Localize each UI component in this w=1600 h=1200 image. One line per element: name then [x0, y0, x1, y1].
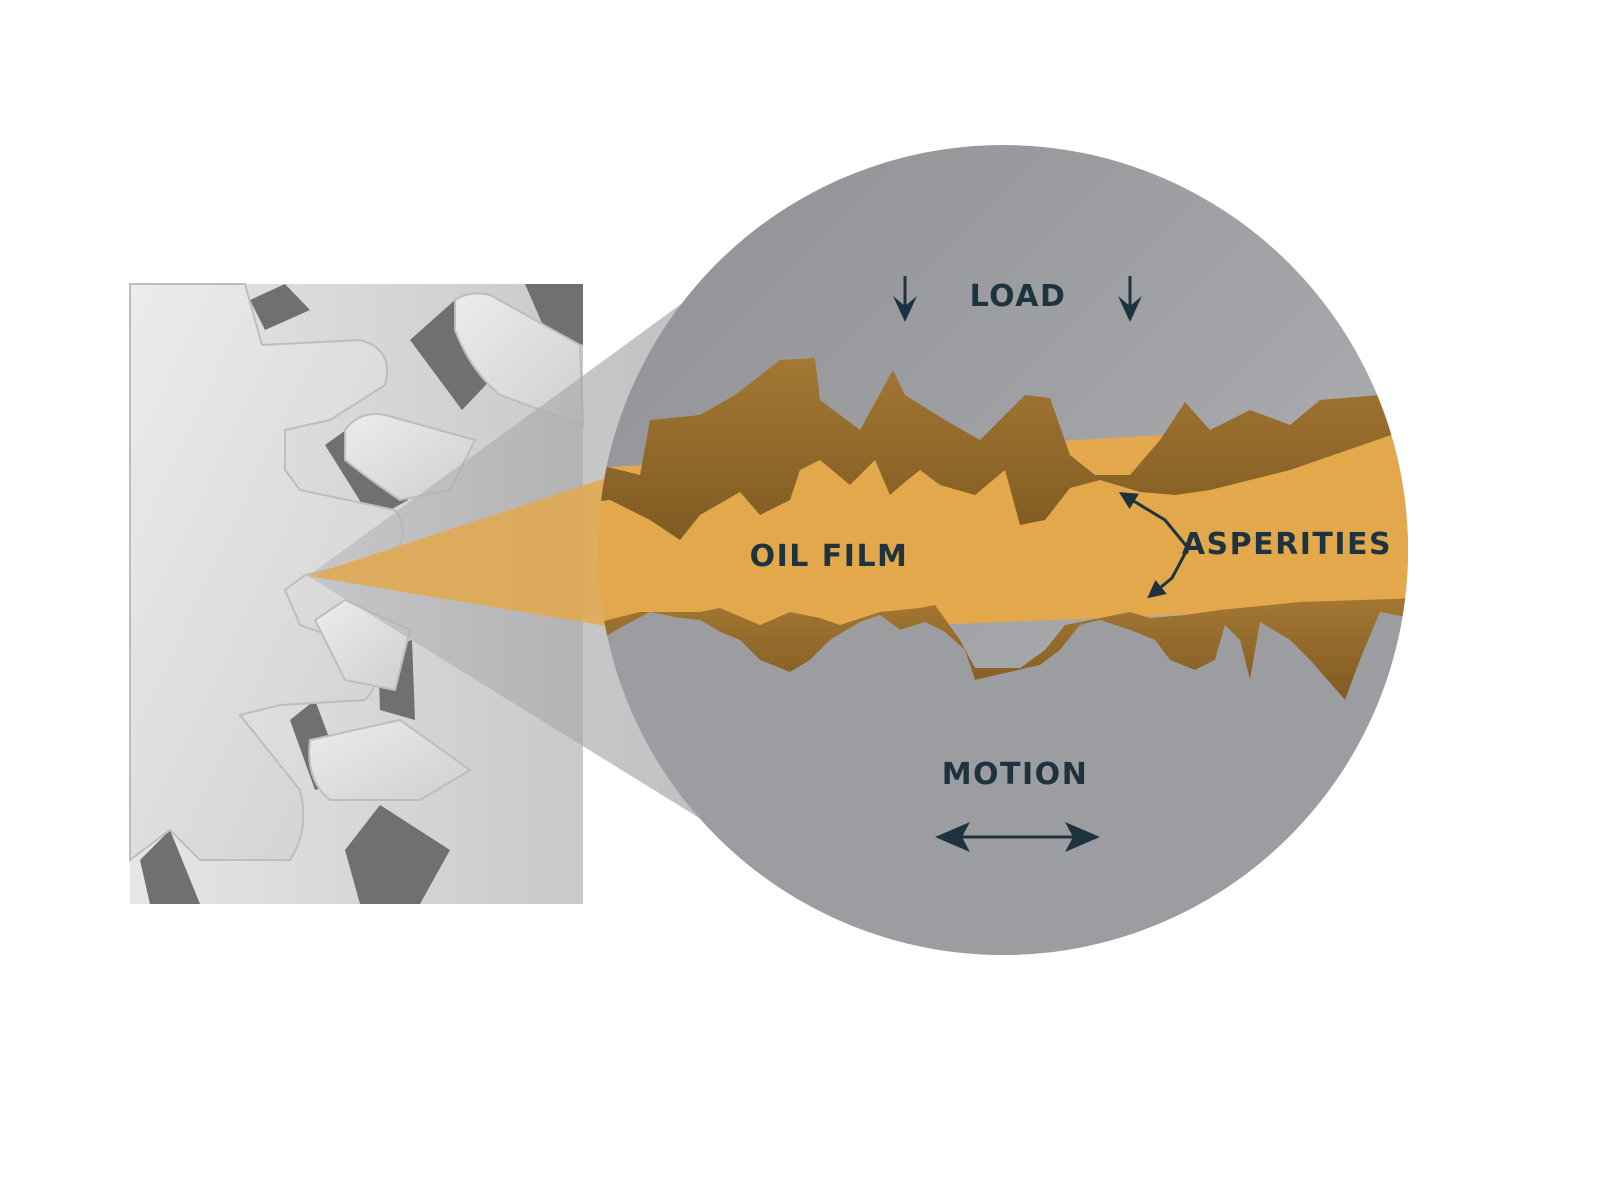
left-gear-teeth-light [129, 283, 585, 862]
asperity-pointers [1118, 492, 1190, 599]
upper-asperities [598, 358, 1408, 540]
load-arrows [893, 276, 1142, 322]
lower-asperities [598, 598, 1408, 700]
double-arrow-horizontal-icon [935, 822, 1100, 852]
zoomed-surface-view [598, 358, 1408, 955]
arrow-pointer-icon [1118, 492, 1190, 549]
motion-label: MOTION [942, 757, 1089, 792]
arrow-pointer-icon [1147, 547, 1190, 599]
oil-film-beam [308, 470, 630, 630]
oil-film-label: OIL FILM [750, 539, 909, 574]
arrow-down-icon [893, 276, 917, 322]
asperities-label: ASPERITIES [1182, 527, 1392, 562]
arrow-down-icon [1118, 276, 1142, 322]
load-label: LOAD [970, 279, 1067, 314]
